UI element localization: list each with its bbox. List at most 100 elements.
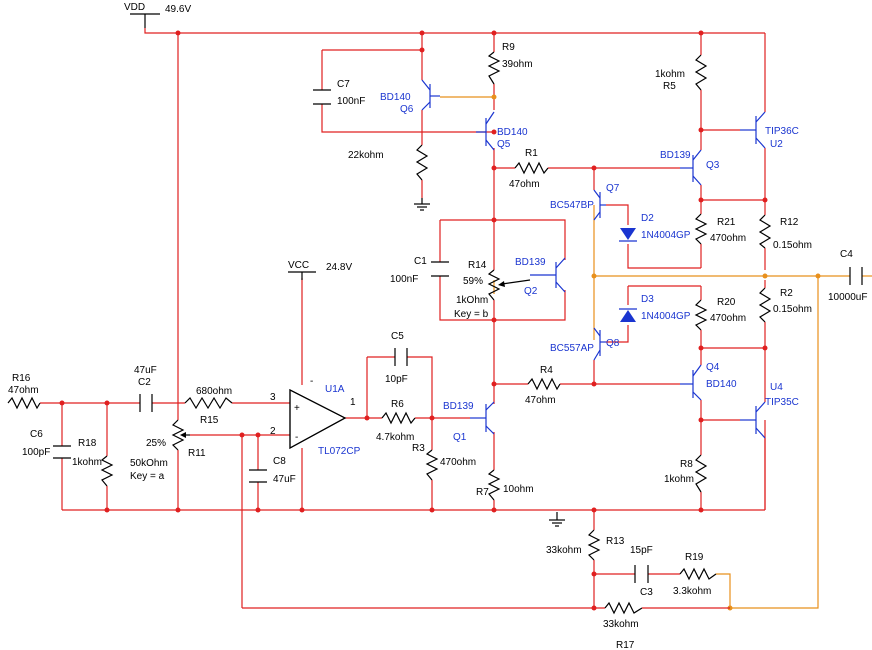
resistor-r3: [425, 449, 439, 481]
resistor-r2: [758, 287, 772, 323]
svg-text:3: 3: [270, 392, 276, 403]
resistor-r5: [694, 54, 708, 91]
svg-text:47uF: 47uF: [273, 474, 296, 485]
svg-text:VCC: VCC: [288, 260, 309, 271]
svg-text:BD139: BD139: [443, 401, 474, 412]
svg-text:1kohm: 1kohm: [655, 69, 685, 80]
svg-text:VDD: VDD: [124, 2, 145, 13]
svg-text:47ohm: 47ohm: [525, 395, 556, 406]
resistor-r16: [7, 396, 41, 410]
cap-c7: [313, 89, 331, 105]
svg-text:47uF: 47uF: [134, 365, 157, 376]
svg-text:1kOhm: 1kOhm: [456, 295, 488, 306]
svg-text:U4: U4: [770, 382, 783, 393]
svg-text:-: -: [295, 432, 298, 443]
svg-text:33kohm: 33kohm: [603, 619, 639, 630]
resistor-22k: [415, 144, 429, 181]
svg-text:BD140: BD140: [706, 379, 737, 390]
svg-text:TIP35C: TIP35C: [765, 397, 799, 408]
vdd-symbol: VDD 49.6V: [124, 2, 191, 28]
resistor-r14: [487, 269, 501, 301]
resistor-r4: [527, 377, 561, 391]
svg-text:R20: R20: [717, 297, 736, 308]
resistor-r21: [694, 213, 708, 245]
svg-text:15pF: 15pF: [630, 545, 653, 556]
svg-text:470ohm: 470ohm: [710, 313, 746, 324]
svg-text:TL072CP: TL072CP: [318, 446, 361, 457]
transistors: [421, 79, 766, 439]
svg-text:R14: R14: [468, 260, 487, 271]
svg-text:C1: C1: [414, 256, 427, 267]
svg-text:47ohm: 47ohm: [8, 385, 39, 396]
svg-text:33kohm: 33kohm: [546, 545, 582, 556]
svg-text:Q2: Q2: [524, 286, 538, 297]
svg-text:49.6V: 49.6V: [165, 4, 191, 15]
svg-text:Q7: Q7: [606, 183, 620, 194]
transistor-q5: [476, 111, 495, 151]
svg-text:C6: C6: [30, 429, 43, 440]
transistor-q2: [530, 257, 566, 293]
resistor-r6: [381, 411, 416, 425]
svg-text:BD139: BD139: [660, 150, 691, 161]
svg-text:R18: R18: [78, 438, 97, 449]
labels: R16 47ohm 47uF C2 C6 100pF R18 1kohm 680…: [8, 42, 867, 650]
svg-text:R17: R17: [616, 640, 635, 650]
svg-text:D3: D3: [641, 294, 654, 305]
svg-text:BC557AP: BC557AP: [550, 343, 594, 354]
svg-text:U1A: U1A: [325, 384, 345, 395]
svg-text:C8: C8: [273, 456, 286, 467]
svg-text:R2: R2: [780, 288, 793, 299]
svg-text:50kOhm: 50kOhm: [130, 458, 168, 469]
svg-text:R3: R3: [412, 443, 425, 454]
resistor-r17: [604, 601, 643, 615]
svg-text:1: 1: [350, 397, 356, 408]
svg-text:1N4004GP: 1N4004GP: [641, 311, 691, 322]
cap-c1: [431, 261, 449, 277]
capacitors: [53, 89, 863, 583]
svg-text:R4: R4: [540, 365, 553, 376]
output-feedback-wires: [440, 96, 872, 609]
diode-d2: [619, 228, 637, 242]
svg-text:1kohm: 1kohm: [664, 474, 694, 485]
svg-text:D2: D2: [641, 213, 654, 224]
svg-text:R11: R11: [188, 448, 206, 459]
svg-text:C4: C4: [840, 249, 853, 260]
svg-text:1kohm: 1kohm: [72, 457, 102, 468]
svg-text:1N4004GP: 1N4004GP: [641, 230, 691, 241]
svg-text:R12: R12: [780, 217, 799, 228]
svg-text:100pF: 100pF: [22, 447, 50, 458]
resistor-r19: [679, 567, 717, 581]
svg-text:Q4: Q4: [706, 362, 720, 373]
svg-text:Key = a: Key = a: [130, 471, 165, 482]
resistor-r20: [694, 299, 708, 331]
transistor-q6: [421, 79, 440, 111]
svg-text:-: -: [310, 376, 313, 387]
vcc-symbol: VCC 24.8V: [288, 260, 352, 280]
svg-text:BC547BP: BC547BP: [550, 200, 594, 211]
transistor-q4: [680, 364, 702, 401]
svg-text:Key = b: Key = b: [454, 309, 489, 320]
svg-text:100nF: 100nF: [390, 274, 418, 285]
svg-text:3.3kohm: 3.3kohm: [673, 586, 711, 597]
svg-text:C3: C3: [640, 587, 653, 598]
svg-text:Q1: Q1: [453, 432, 467, 443]
svg-text:R13: R13: [606, 536, 625, 547]
cap-c6: [53, 445, 71, 459]
svg-text:R6: R6: [391, 399, 404, 410]
svg-text:U2: U2: [770, 139, 783, 150]
svg-text:470ohm: 470ohm: [440, 457, 476, 468]
svg-text:R16: R16: [12, 373, 31, 384]
cap-c4: [849, 267, 863, 285]
svg-text:Q3: Q3: [706, 160, 720, 171]
opamp-u1a: [289, 389, 347, 450]
transistor-q7: [593, 189, 606, 221]
resistor-r18: [100, 455, 114, 487]
svg-text:0.15ohm: 0.15ohm: [773, 240, 812, 251]
svg-text:59%: 59%: [463, 276, 483, 287]
svg-text:39ohm: 39ohm: [502, 59, 533, 70]
diode-d3: [619, 308, 637, 322]
resistor-r9: [487, 51, 501, 85]
svg-text:10pF: 10pF: [385, 374, 408, 385]
svg-text:Q8: Q8: [606, 338, 620, 349]
